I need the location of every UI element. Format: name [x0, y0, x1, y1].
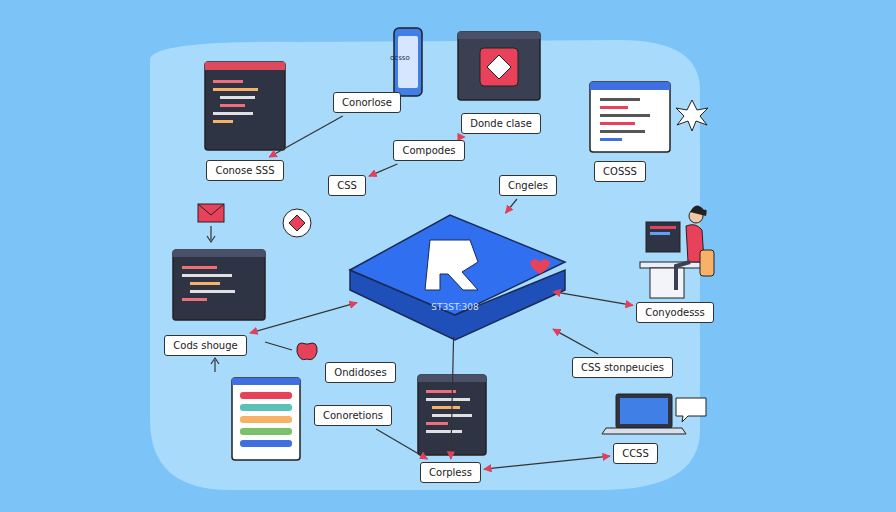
star	[676, 100, 708, 131]
phone-text: ocsso	[390, 54, 410, 62]
diamond-icon	[283, 209, 311, 237]
node-text: Conyodesss	[637, 307, 713, 318]
connector-arrow	[553, 329, 598, 354]
node-text: Compodes	[394, 145, 464, 156]
label-box: Conorlose	[333, 92, 401, 113]
node-text: Conose SSS	[207, 165, 283, 176]
label-box: Conoretions	[314, 405, 392, 426]
node-text: Conoretions	[315, 410, 391, 421]
label-box: Conyodesss	[636, 302, 714, 323]
developer	[640, 205, 714, 298]
label-box: CSS	[328, 175, 366, 196]
platform-node: ST3ST:308	[360, 216, 550, 334]
label-box: Corpless	[420, 462, 481, 483]
node-text: CSS stonpeucies	[573, 362, 672, 373]
connector-arrow	[269, 116, 343, 157]
image-window	[458, 32, 540, 100]
node-text: CSS	[329, 180, 365, 191]
label-box: COSSS	[594, 161, 646, 182]
css-window	[590, 82, 670, 152]
label-box: CSS stonpeucies	[572, 357, 673, 378]
label-box: Cngeles	[499, 175, 557, 196]
node-text: Donde clase	[462, 118, 540, 129]
label-box: Compodes	[393, 140, 465, 161]
connector-arrow	[250, 303, 357, 333]
node-text: ST3ST:308	[360, 302, 550, 312]
background-region	[150, 40, 700, 490]
label-box: Conose SSS	[206, 160, 284, 181]
connector-arrow	[376, 429, 427, 459]
node-text: Cods shouge	[165, 340, 246, 351]
node-text: Ondidoses	[326, 367, 395, 378]
platform	[350, 215, 565, 340]
envelope	[198, 204, 224, 222]
node-text: Conorlose	[334, 97, 400, 108]
apple	[297, 343, 317, 360]
connector-arrow	[553, 292, 633, 306]
connector-arrow	[506, 199, 517, 213]
code-window	[173, 250, 265, 320]
node-text: Corpless	[421, 467, 480, 478]
node-text: COSSS	[595, 166, 645, 177]
phone	[394, 28, 422, 96]
connector-arrow	[484, 456, 610, 469]
list-window	[232, 378, 300, 460]
code-window	[205, 62, 285, 150]
label-box: CCSS	[613, 443, 658, 464]
label-box: Donde clase	[461, 113, 541, 134]
label-box: Ondidoses	[325, 362, 396, 383]
node-text: Cngeles	[500, 180, 556, 191]
node-text: CCSS	[614, 448, 657, 459]
connector-arrow	[451, 337, 454, 459]
laptop	[602, 394, 706, 434]
connector-arrow	[369, 164, 397, 176]
label-box: Cods shouge	[164, 335, 247, 356]
